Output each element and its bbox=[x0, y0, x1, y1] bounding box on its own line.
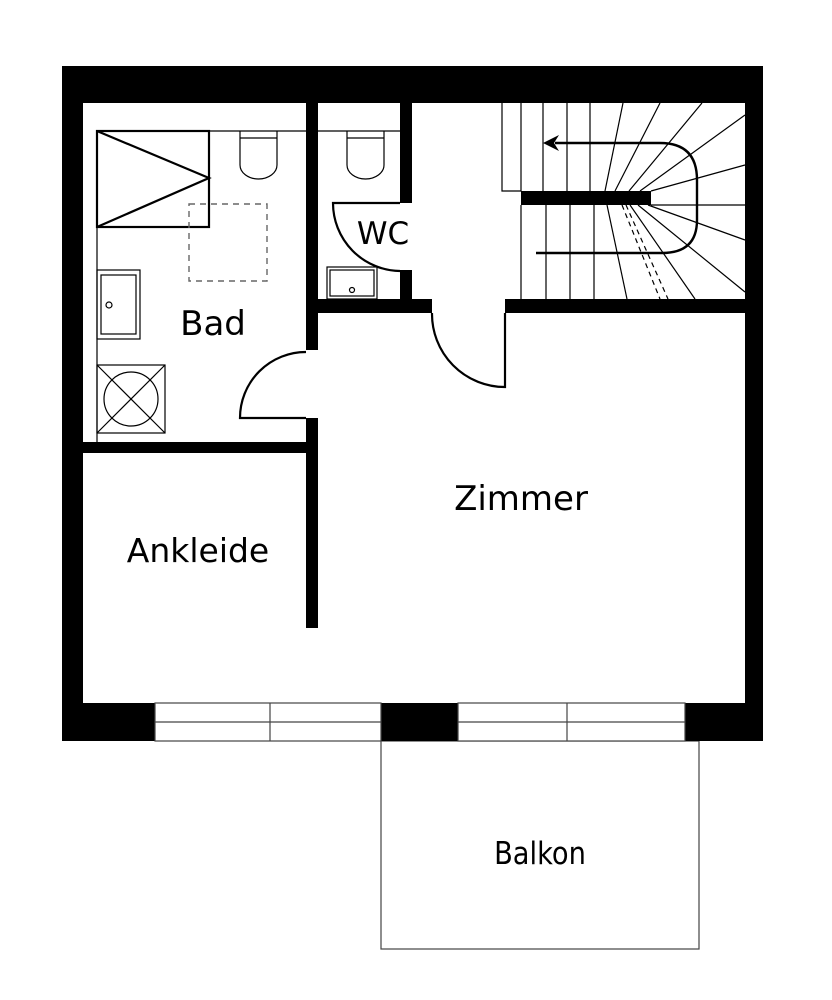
door-wc[interactable] bbox=[331, 201, 401, 273]
interior-walls bbox=[83, 103, 745, 628]
sink-wc-icon bbox=[326, 266, 378, 300]
toilet-wc-icon bbox=[346, 131, 385, 180]
room-label-room: Zimmer bbox=[454, 479, 588, 519]
door-bath[interactable] bbox=[238, 350, 307, 420]
shower-icon bbox=[95, 129, 212, 229]
door-hall[interactable] bbox=[430, 312, 507, 389]
room-label-balcony: Balkon bbox=[494, 835, 586, 871]
stair-direction-arrow-icon bbox=[536, 135, 699, 255]
room-label-wc: WC bbox=[357, 216, 409, 252]
window-right bbox=[457, 702, 686, 742]
outer-walls bbox=[62, 66, 763, 741]
window-left bbox=[154, 702, 382, 742]
washing-machine-icon bbox=[96, 364, 166, 434]
clearance-area bbox=[188, 203, 268, 282]
balcony-outline bbox=[380, 740, 700, 950]
toilet-bath-icon bbox=[239, 131, 278, 180]
sink-bath-icon bbox=[96, 269, 141, 340]
room-label-dressing: Ankleide bbox=[127, 531, 270, 570]
room-label-bath: Bad bbox=[180, 304, 246, 344]
staircase bbox=[501, 102, 746, 300]
